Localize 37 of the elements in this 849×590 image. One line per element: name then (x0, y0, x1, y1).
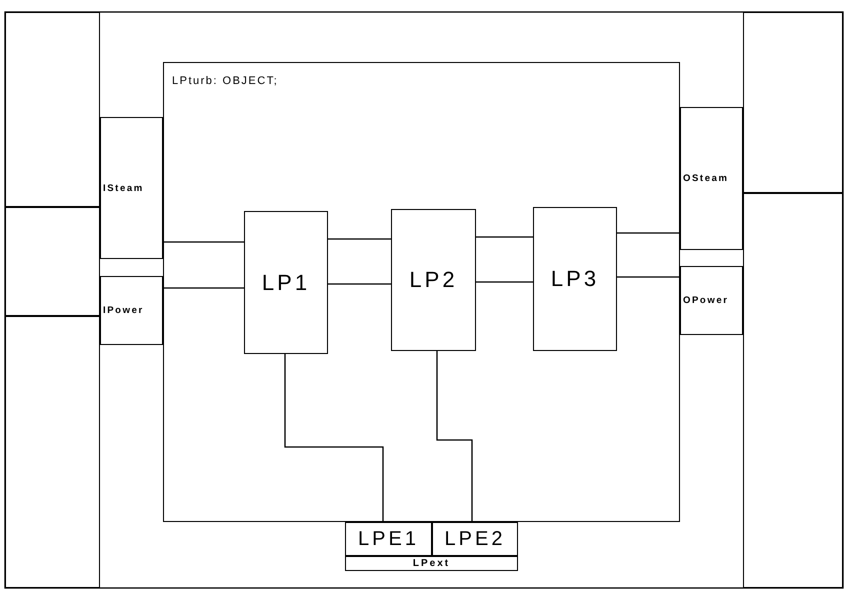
connector-line (328, 283, 391, 285)
component-label: LP2 (409, 267, 458, 293)
group-label: LPext (412, 558, 450, 569)
connector-line (436, 351, 473, 522)
component-box (533, 207, 617, 351)
component-label: LP3 (550, 266, 600, 292)
component-box (244, 211, 328, 354)
port-box (100, 276, 163, 345)
connector-line (476, 236, 533, 238)
port-label: ISteam (103, 182, 144, 194)
empty-box (5, 316, 100, 588)
port-label: OPower (683, 295, 728, 306)
empty-box (743, 193, 843, 588)
component-label: LPE1 (358, 528, 419, 550)
port-label: IPower (103, 305, 144, 316)
port-box (100, 117, 163, 259)
connector-line (284, 354, 384, 522)
empty-box (5, 207, 100, 316)
empty-box (743, 12, 843, 193)
object-box (163, 62, 680, 522)
port-box (680, 107, 743, 250)
connector-line (617, 232, 680, 234)
component-box (391, 209, 476, 351)
port-box (680, 266, 743, 335)
connector-line (163, 241, 244, 243)
connector-line (476, 281, 533, 283)
object-title: LPturb: OBJECT; (172, 75, 278, 87)
group-box (345, 556, 518, 571)
port-label: OSteam (683, 173, 729, 184)
component-label: LP1 (262, 270, 310, 296)
connector-line (617, 276, 680, 278)
component-label: LPE2 (444, 528, 506, 550)
connector-line (163, 287, 244, 289)
connector-line (328, 238, 391, 240)
component-box (345, 522, 432, 556)
component-box (432, 522, 518, 556)
empty-box (5, 12, 100, 207)
